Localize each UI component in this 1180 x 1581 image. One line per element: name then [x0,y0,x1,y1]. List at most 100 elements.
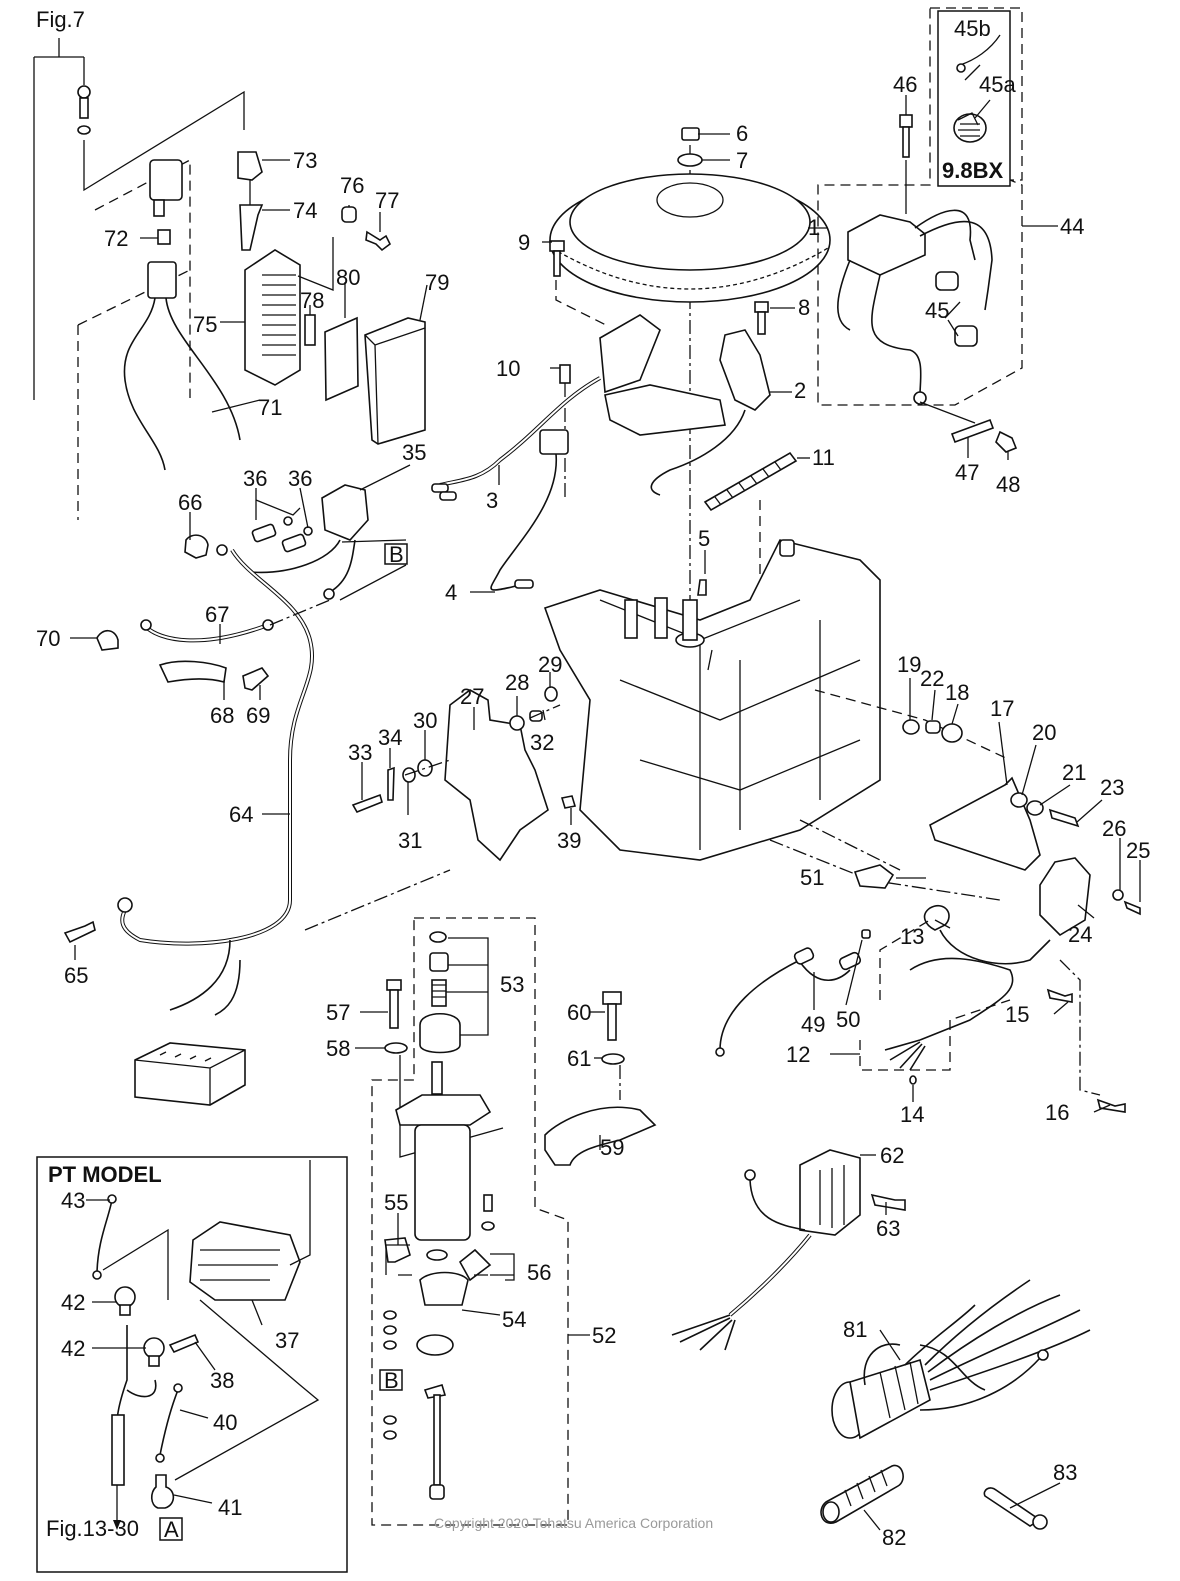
figure-reference-top: Fig.7 [36,7,85,32]
callout-29: 29 [538,652,562,677]
callout-54: 54 [502,1307,526,1332]
callout-18: 18 [945,680,969,705]
connector-label-b: B [389,542,404,567]
connector-49-icon [793,947,815,965]
bolt-23-icon [1048,808,1080,828]
starter-flange-icon [395,1094,492,1126]
arrow-down-icon [113,1520,121,1530]
callout-labels: 1 2 3 4 5 6 7 8 9 10 11 12 13 14 15 16 1… [36,16,1150,1550]
callout-55: 55 [384,1190,408,1215]
collar-icon [341,206,357,223]
washer-20-icon [1010,792,1028,808]
fig7-bracket [33,38,245,400]
callout-26: 26 [1102,816,1126,841]
callout-32: 32 [530,730,554,755]
callout-53: 53 [500,972,524,997]
terminal-69-icon [242,667,270,691]
callout-83: 83 [1053,1460,1077,1485]
callout-36b: 36 [288,466,312,491]
callout-20: 20 [1032,720,1056,745]
callout-79: 79 [425,270,449,295]
pinion-icon [419,1013,461,1054]
callout-71: 71 [258,395,282,420]
bolt-38-icon [168,1333,200,1354]
callout-10: 10 [496,356,520,381]
washer-26-icon [1112,889,1124,901]
plug-50-icon [861,929,871,939]
leader-lines [70,95,1141,1531]
bolt-25-icon [1123,900,1141,916]
starter-motor-group: B [371,917,657,1526]
callout-52: 52 [592,1323,616,1348]
washer-30-icon [417,759,433,777]
callout-61: 61 [567,1046,591,1071]
cap-13-icon [923,905,950,931]
bolt-36b-icon [281,533,307,553]
flywheel-group [431,127,831,640]
callout-42a: 42 [61,1290,85,1315]
ignition-unit-24-icon [1039,857,1091,937]
exciter-coil-2-icon [719,329,771,411]
spring-icon [431,979,447,1007]
bracket-group-left [351,686,577,862]
callout-34: 34 [378,725,402,750]
terminal-14-icon [909,1075,917,1085]
callout-5: 5 [698,526,710,551]
variant-title: 9.8BX [942,158,1003,183]
end-cover-icon [416,1334,454,1356]
callout-69: 69 [246,703,270,728]
copyright-notice: Copyright 2020 Tohatsu America Corporati… [434,1515,713,1531]
bolt-60-icon [607,1003,617,1041]
regulator-75-icon [244,249,301,386]
callout-43: 43 [61,1188,85,1213]
callout-75: 75 [193,312,217,337]
clip-icon [429,931,447,943]
fuse-icon [157,229,171,245]
rectifier-62-icon [799,1149,861,1236]
callout-16: 16 [1045,1100,1069,1125]
pulser-coil-icon [604,384,726,436]
starter-shaft-icon [431,1061,443,1095]
callout-37: 37 [275,1328,299,1353]
callout-40: 40 [213,1410,237,1435]
callout-46: 46 [893,72,917,97]
bolt-65-icon [63,920,96,944]
grommet-19-icon [902,719,920,735]
callout-12: 12 [786,1042,810,1067]
plug-cap-icon [935,271,959,291]
callout-21: 21 [1062,760,1086,785]
clamp-34-icon [387,766,395,801]
battery-cable-group: B [63,484,451,1106]
pt-relay-37-icon [189,1221,301,1301]
callout-48: 48 [996,472,1020,497]
callout-45b: 45b [954,16,991,41]
stopper-icon [429,952,449,972]
nut-39-icon [560,795,577,809]
callout-62: 62 [880,1143,904,1168]
callout-74: 74 [293,198,317,223]
grommet-82-icon [820,1464,904,1524]
callout-33: 33 [348,740,372,765]
brush-holder-54-icon [419,1271,469,1306]
sensor-51-icon [853,864,895,889]
callout-28: 28 [505,670,529,695]
clamp-47-icon [950,418,995,444]
bolt-15-icon [1046,988,1073,1003]
callout-17: 17 [990,696,1014,721]
protector-tube-icon [703,451,798,512]
bracket-73-icon [237,151,263,181]
callout-72: 72 [104,226,128,251]
bolt-8-icon [754,301,769,313]
bolt-77-icon [365,230,392,252]
callout-47: 47 [955,460,979,485]
starter-relay-35-icon [321,484,369,541]
nut-6-icon [681,127,700,141]
callout-49: 49 [801,1012,825,1037]
callout-19: 19 [897,652,921,677]
bolt-57-icon [389,989,399,1029]
boot-42b-icon [143,1337,165,1359]
bracket-27-icon [444,689,549,862]
callout-80: 80 [336,265,360,290]
insulator-80-icon [324,316,359,402]
